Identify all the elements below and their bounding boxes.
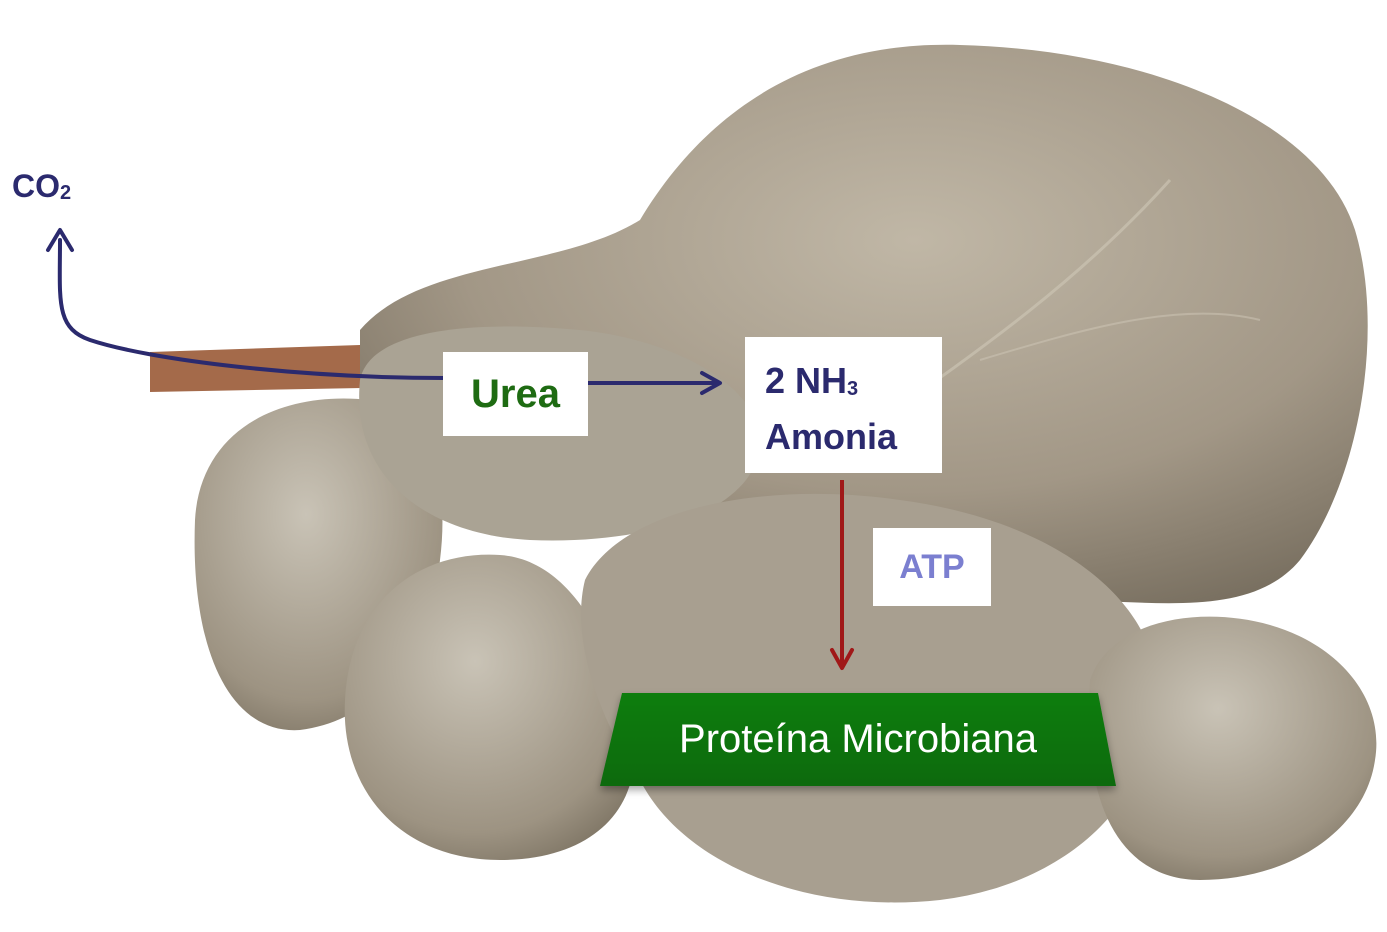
ammonia-name: Amonia	[765, 413, 897, 461]
ammonia-label: 2 NH3 Amonia	[765, 357, 897, 461]
co2-label: CO2	[12, 168, 71, 205]
urea-box: Urea	[443, 352, 588, 436]
blind-sac-shape	[1089, 617, 1377, 880]
ammonia-formula: 2 NH3	[765, 357, 897, 413]
microbial-protein-label: Proteína Microbiana	[600, 693, 1116, 786]
atp-label: ATP	[873, 528, 991, 606]
ammonia-box: 2 NH3 Amonia	[745, 337, 942, 473]
urea-label: Urea	[443, 352, 588, 436]
atp-box: ATP	[873, 528, 991, 606]
